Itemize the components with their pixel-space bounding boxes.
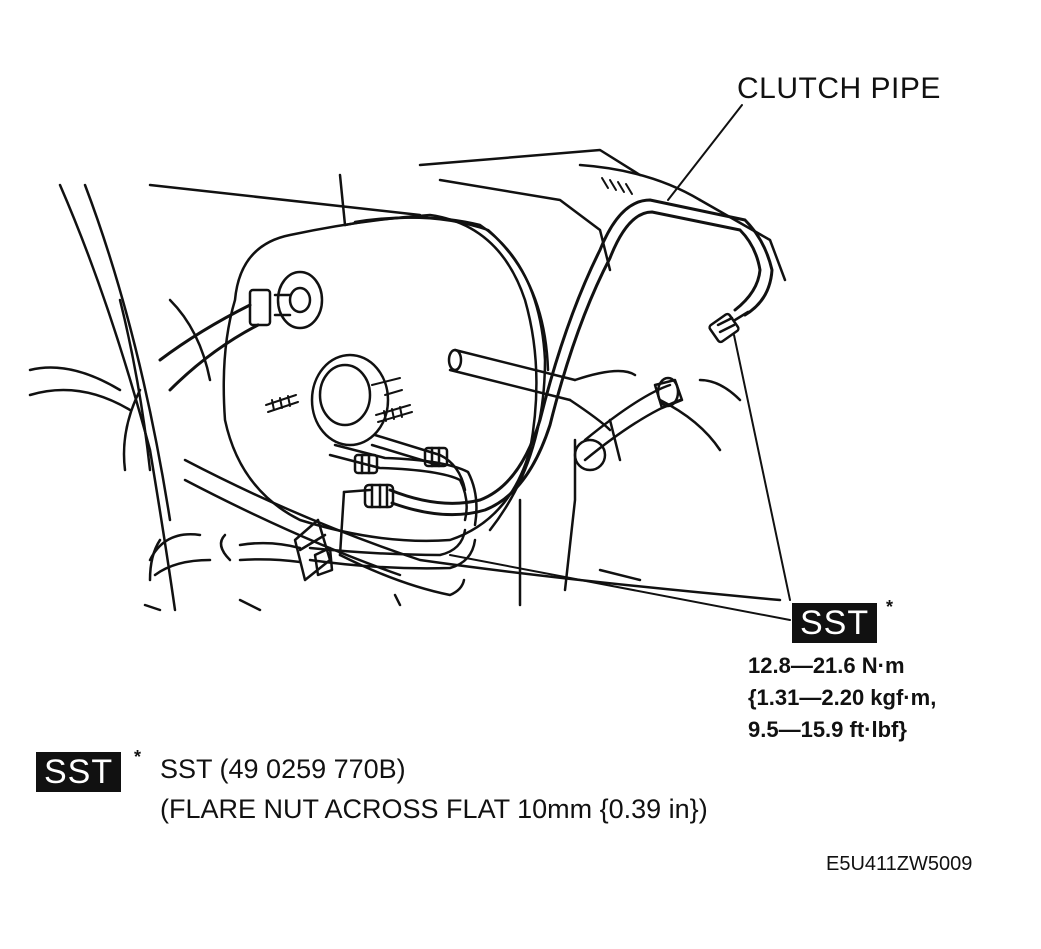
- torque-line-nm: 12.8—21.6 N·m: [748, 653, 905, 678]
- legend-flare-nut-size: (FLARE NUT ACROSS FLAT 10mm {0.39 in}): [160, 794, 708, 824]
- brake-lines: [308, 433, 478, 597]
- detail-marks: [601, 177, 633, 195]
- legend-asterisk: *: [134, 747, 142, 767]
- leader-lines: [449, 104, 791, 621]
- clutch-pipe: [388, 198, 774, 517]
- sst-badge-asterisk: *: [886, 597, 894, 617]
- legend-sst-badge: SST: [36, 752, 122, 792]
- torque-spec: 12.8—21.6 N·m {1.31—2.20 kgf·m, 9.5—15.9…: [748, 650, 936, 746]
- master-cylinder-area: [447, 348, 684, 472]
- vacuum-hose: [158, 270, 324, 392]
- figure-code: E5U411ZW5009: [826, 853, 973, 875]
- lower-fittings: [353, 446, 449, 509]
- pipe-bracket: [148, 518, 334, 582]
- torque-line-ftlbf: 9.5—15.9 ft·lbf}: [748, 717, 907, 742]
- legend-sst-part-number: SST (49 0259 770B): [160, 754, 406, 784]
- torque-line-kgfm: {1.31—2.20 kgf·m,: [748, 685, 937, 710]
- upper-flare-nut: [708, 310, 750, 344]
- sst-badge: SST: [792, 603, 878, 643]
- clutch-pipe-label: CLUTCH PIPE: [737, 72, 941, 105]
- mounting-studs: [265, 377, 413, 423]
